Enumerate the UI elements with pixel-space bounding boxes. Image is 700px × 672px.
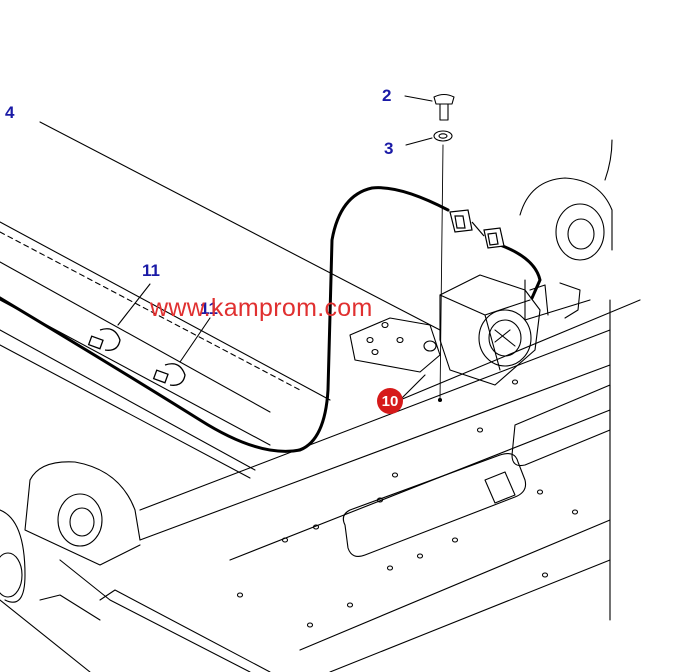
leader-2 (404, 95, 433, 102)
bolt (433, 93, 455, 121)
wire-harness (0, 186, 542, 453)
callout-4: 4 (5, 103, 15, 122)
leader-11b (179, 317, 211, 363)
callout-11-lower: 11 (200, 299, 218, 318)
callout-3: 3 (384, 139, 394, 158)
alarm-mounting-bracket (349, 317, 441, 373)
bolt-centerline (439, 144, 444, 401)
wire-connectors (449, 209, 505, 249)
washer (433, 130, 453, 142)
watermark-text: www.kamprom.com (150, 294, 373, 322)
leader-3 (405, 137, 433, 146)
chassis-plate (139, 299, 641, 672)
left-pivot-bracket (0, 461, 271, 672)
callout-11-upper: 11 (142, 261, 160, 280)
harness-clamps (87, 328, 186, 386)
callout-2: 2 (382, 86, 392, 105)
callout-10: 10 (377, 388, 403, 414)
frame-beam (0, 121, 441, 479)
clamp-2 (152, 363, 186, 386)
leader-10 (401, 374, 426, 399)
right-pivot-bracket (519, 139, 613, 321)
leader-11a (117, 283, 151, 326)
mounting-holes (236, 379, 579, 628)
backup-alarm (439, 274, 581, 386)
clamp-1 (87, 328, 121, 351)
